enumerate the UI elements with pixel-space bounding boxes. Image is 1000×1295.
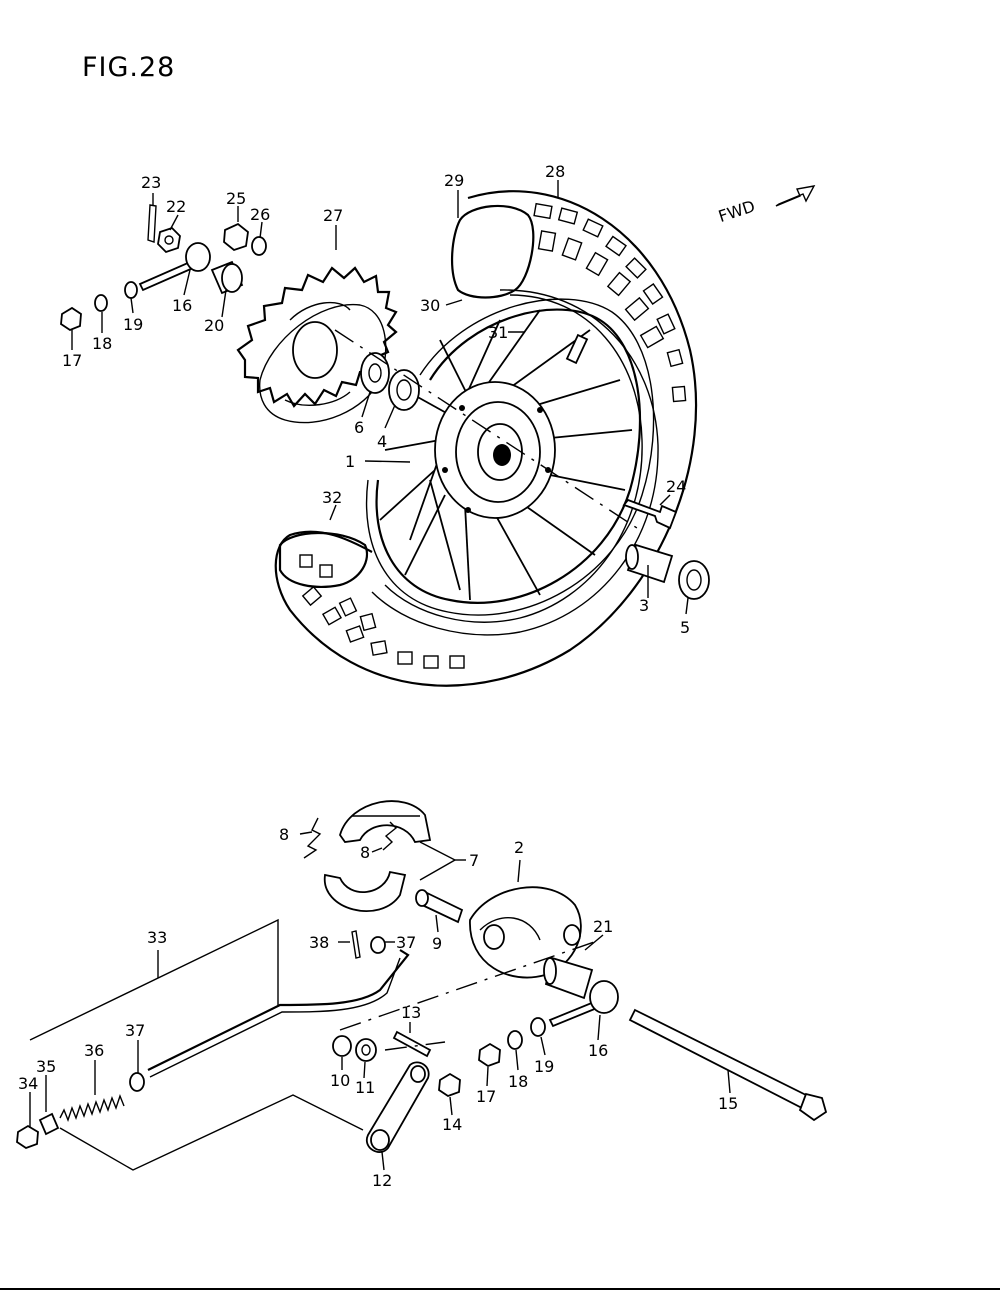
callout-9: 9	[432, 934, 442, 953]
brake-cam-9	[415, 889, 464, 924]
callout-24: 24	[666, 477, 686, 496]
brake-shoe-lower	[324, 870, 407, 912]
callout-25: 25	[226, 189, 246, 208]
washer-11	[355, 1038, 377, 1062]
callout-3: 3	[639, 596, 649, 615]
callout-19b: 19	[534, 1057, 554, 1076]
callout-17b: 17	[476, 1087, 496, 1106]
washer-37b	[129, 1072, 145, 1092]
callout-27: 27	[323, 206, 343, 225]
callout-10: 10	[330, 1071, 350, 1090]
bearing-5	[678, 560, 710, 600]
spacer-3	[625, 543, 674, 584]
callout-37a: 37	[125, 1021, 145, 1040]
washer-19a	[124, 281, 138, 299]
lower-leader-lines	[29, 831, 731, 1171]
collar-20	[210, 260, 244, 295]
callout-23: 23	[141, 173, 161, 192]
brake-arm-12	[365, 1061, 430, 1153]
callout-28: 28	[545, 162, 565, 181]
callout-8a: 8	[279, 825, 289, 844]
hub	[434, 381, 556, 519]
chain-adjuster-16b	[548, 980, 619, 1028]
callout-20: 20	[204, 316, 224, 335]
callout-4: 4	[377, 432, 387, 451]
brake-spring-8a	[303, 817, 322, 859]
brake-spring-8b	[382, 821, 398, 851]
callout-2: 2	[514, 838, 524, 857]
callout-16a: 16	[172, 296, 192, 315]
callout-7: 7	[469, 851, 479, 870]
callout-37b: 37	[396, 933, 416, 952]
callout-18a: 18	[92, 334, 112, 353]
callout-16b: 16	[588, 1041, 608, 1060]
callout-12: 12	[372, 1171, 392, 1190]
callout-19a: 19	[123, 315, 143, 334]
o-ring-10	[332, 1035, 352, 1057]
chain-adjuster-16	[138, 242, 211, 292]
callout-33: 33	[147, 928, 167, 947]
tire	[274, 190, 698, 687]
sprocket	[236, 266, 398, 424]
nut-17a	[60, 306, 82, 332]
callout-29: 29	[444, 171, 464, 190]
brake-shoe-upper	[339, 800, 432, 843]
valve-stem	[565, 333, 589, 365]
nut-22	[157, 226, 181, 254]
callout-11: 11	[355, 1078, 375, 1097]
callout-31: 31	[488, 323, 508, 342]
rim	[365, 298, 655, 616]
callout-38: 38	[309, 933, 329, 952]
callout-32: 32	[322, 488, 342, 507]
cotter-pin-38	[351, 930, 361, 959]
brake-rod-33	[147, 949, 410, 1078]
nut-34	[16, 1124, 39, 1150]
upper-leader-lines	[71, 180, 689, 615]
callout-35: 35	[36, 1057, 56, 1076]
callout-36: 36	[84, 1041, 104, 1060]
bolt-13	[392, 1030, 432, 1058]
brake-panel-2	[469, 886, 582, 979]
nut-17b	[478, 1042, 501, 1068]
lockwasher-19b	[530, 1017, 546, 1037]
bolt-24	[622, 498, 678, 530]
callout-5: 5	[680, 618, 690, 637]
washer-37a	[370, 936, 386, 954]
fwd-arrow-icon	[775, 185, 816, 207]
pin-35	[38, 1112, 60, 1136]
lockwasher-18a	[94, 294, 108, 312]
bottom-rule	[0, 1288, 1000, 1290]
figure-title: FIG.28	[82, 52, 176, 83]
callout-17a: 17	[62, 351, 82, 370]
spring-36	[59, 1093, 125, 1123]
callout-22: 22	[166, 197, 186, 216]
callout-26: 26	[250, 205, 270, 224]
washer-18b	[507, 1030, 523, 1050]
nut-14	[438, 1072, 461, 1098]
callout-13: 13	[401, 1003, 421, 1022]
callout-30: 30	[420, 296, 440, 315]
callout-18b: 18	[508, 1072, 528, 1091]
cotter-pin-23	[147, 204, 157, 243]
collar-21	[543, 956, 594, 1000]
axle-15	[628, 1008, 828, 1122]
bearing-6	[360, 352, 390, 394]
callout-1: 1	[345, 452, 355, 471]
callout-21: 21	[593, 917, 613, 936]
callout-34: 34	[18, 1074, 38, 1093]
callout-15: 15	[718, 1094, 738, 1113]
callout-labels: 1 2 3 4 5 6 7 8 8 9 10 11 12 13 14 15 16…	[18, 162, 738, 1190]
callout-14: 14	[442, 1115, 462, 1134]
callout-6: 6	[354, 418, 364, 437]
washer-26	[251, 236, 267, 256]
nut-25	[223, 222, 249, 252]
callout-8b: 8	[360, 843, 370, 862]
